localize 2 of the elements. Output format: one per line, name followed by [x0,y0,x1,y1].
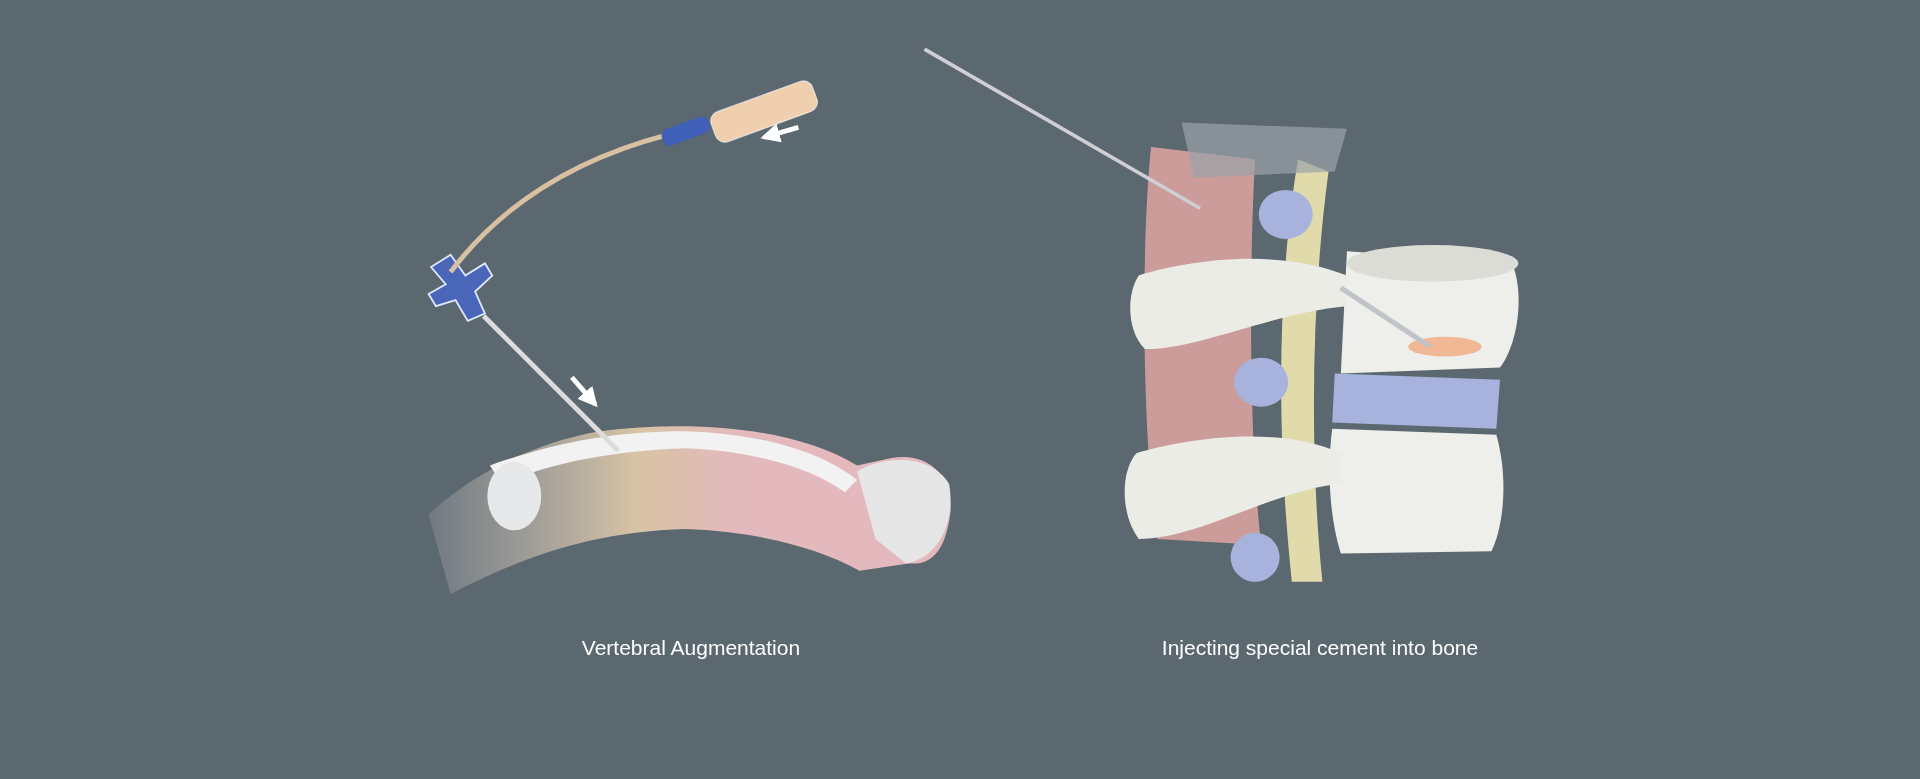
caption: Injecting special cement into bone [1160,636,1480,660]
caption: Vertebral Augmentation [580,636,802,660]
